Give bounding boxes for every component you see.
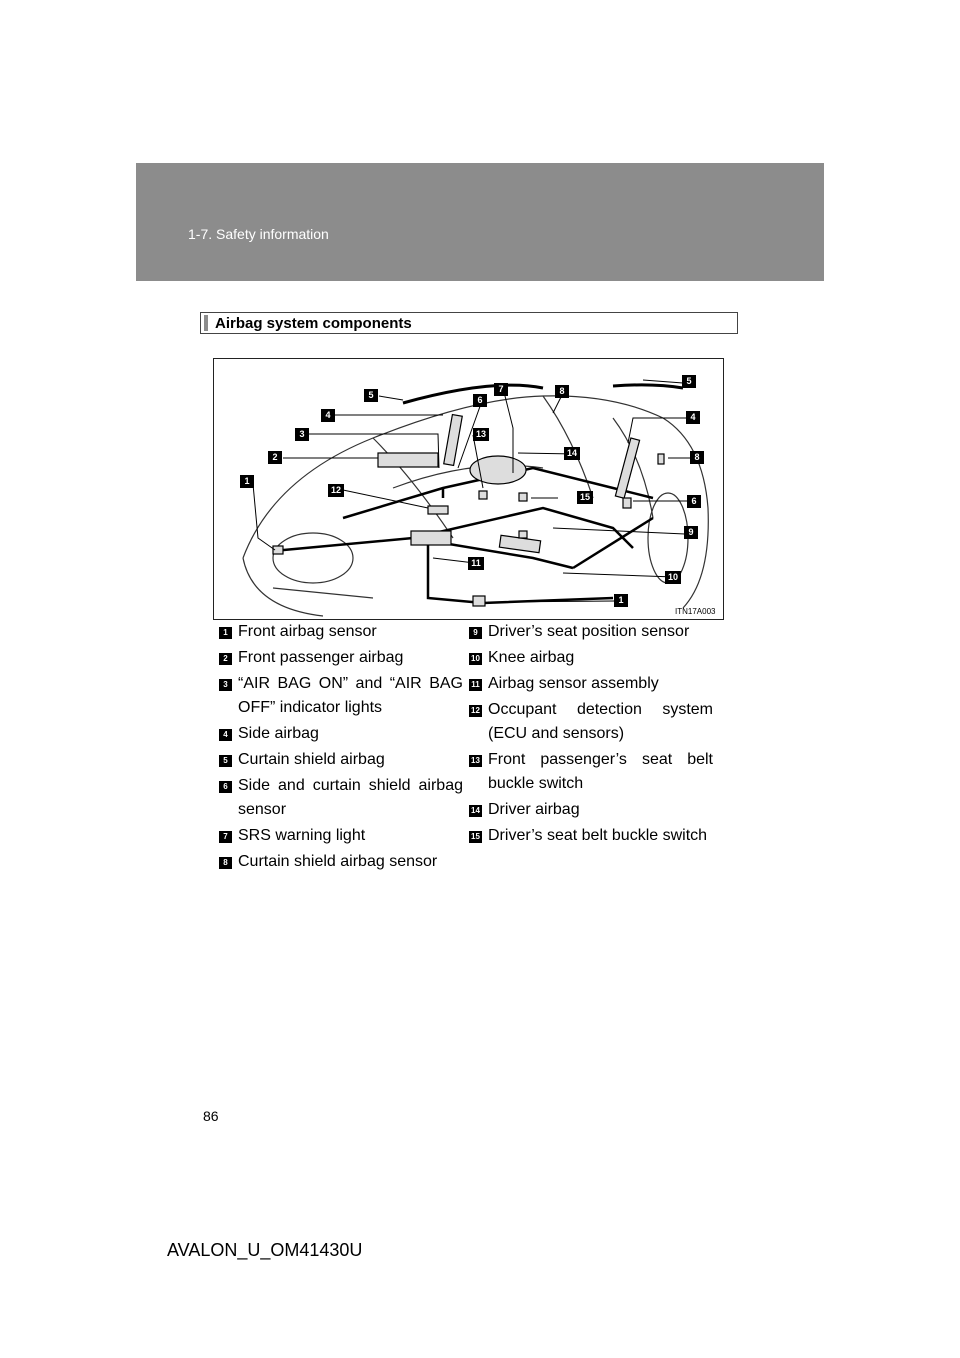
item-number-badge: 7 <box>219 831 232 843</box>
item-label: “AIR BAG ON” and “AIR BAG OFF” indicator… <box>238 675 463 716</box>
airbag-diagram: 1 2 3 4 5 6 7 8 12 13 14 15 11 10 9 1 5 … <box>213 358 724 620</box>
callout-13: 13 <box>473 428 489 441</box>
callout-1-lower: 1 <box>614 594 628 607</box>
item-label: Side and curtain shield airbag sensor <box>238 777 463 818</box>
page-number: 86 <box>203 1108 219 1124</box>
callout-12: 12 <box>328 484 344 497</box>
item-label: Airbag sensor assembly <box>488 675 659 692</box>
list-item: 2 Front passenger airbag <box>219 646 463 670</box>
diagram-code: ITN17A003 <box>675 607 716 616</box>
item-number-badge: 5 <box>219 755 232 767</box>
item-label: Front airbag sensor <box>238 623 377 640</box>
callout-15: 15 <box>577 491 593 504</box>
callout-6-right: 6 <box>687 495 701 508</box>
section-heading: Airbag system components <box>200 312 738 334</box>
section-heading-marker <box>204 315 208 331</box>
list-item: 1 Front airbag sensor <box>219 620 463 644</box>
item-label: Occupant detection system (ECU and senso… <box>488 701 713 742</box>
list-item: 7 SRS warning light <box>219 824 463 848</box>
callout-3: 3 <box>295 428 309 441</box>
callout-8: 8 <box>555 385 569 398</box>
item-number-badge: 1 <box>219 627 232 639</box>
list-item: 3 “AIR BAG ON” and “AIR BAG OFF” indicato… <box>219 672 463 720</box>
section-breadcrumb: 1-7. Safety information <box>188 226 329 242</box>
item-label: Driver’s seat belt buckle switch <box>488 827 708 844</box>
document-code: AVALON_U_OM41430U <box>167 1240 363 1260</box>
list-item: 10 Knee airbag <box>469 646 713 670</box>
list-item: 14 Driver airbag <box>469 798 713 822</box>
header-band <box>136 163 824 281</box>
list-item: 11 Airbag sensor assembly <box>469 672 713 696</box>
callout-6: 6 <box>473 394 487 407</box>
item-label: Curtain shield airbag <box>238 751 385 768</box>
item-number-badge: 8 <box>219 857 232 869</box>
item-number-badge: 12 <box>469 705 482 717</box>
item-label: SRS warning light <box>238 827 366 844</box>
item-label: Front passenger’s seat belt buckle switc… <box>488 751 713 792</box>
callout-11: 11 <box>468 557 484 570</box>
callout-9: 9 <box>684 526 698 539</box>
item-number-badge: 13 <box>469 755 482 767</box>
component-list-left: 1 Front airbag sensor 2 Front passenger ai… <box>219 620 463 876</box>
callout-5-right: 5 <box>682 375 696 388</box>
component-list-right: 9 Driver’s seat position sensor 10 Knee ai… <box>469 620 713 850</box>
callout-4-right: 4 <box>686 411 700 424</box>
list-item: 4 Side airbag <box>219 722 463 746</box>
item-number-badge: 6 <box>219 781 232 793</box>
callout-2: 2 <box>268 451 282 464</box>
item-number-badge: 2 <box>219 653 232 665</box>
list-item: 9 Driver’s seat position sensor <box>469 620 713 644</box>
item-number-badge: 3 <box>219 679 232 691</box>
list-item: 13 Front passenger’s seat belt buckle swi… <box>469 748 713 796</box>
item-number-badge: 14 <box>469 805 482 817</box>
list-item: 12 Occupant detection system (ECU and sen… <box>469 698 713 746</box>
item-number-badge: 10 <box>469 653 482 665</box>
callout-8-right: 8 <box>690 451 704 464</box>
callout-10: 10 <box>665 571 681 584</box>
list-item: 15 Driver’s seat belt buckle switch <box>469 824 713 848</box>
car-illustration <box>213 358 724 620</box>
callout-14: 14 <box>564 447 580 460</box>
callout-1: 1 <box>240 475 254 488</box>
list-item: 6 Side and curtain shield airbag sensor <box>219 774 463 822</box>
item-number-badge: 15 <box>469 831 482 843</box>
item-label: Front passenger airbag <box>238 649 404 666</box>
item-number-badge: 9 <box>469 627 482 639</box>
callout-7: 7 <box>494 383 508 396</box>
list-item: 5 Curtain shield airbag <box>219 748 463 772</box>
item-number-badge: 11 <box>469 679 482 691</box>
list-item: 8 Curtain shield airbag sensor <box>219 850 463 874</box>
callout-5: 5 <box>364 389 378 402</box>
item-label: Driver’s seat position sensor <box>488 623 690 640</box>
item-label: Curtain shield airbag sensor <box>238 853 438 870</box>
callout-4: 4 <box>321 409 335 422</box>
item-number-badge: 4 <box>219 729 232 741</box>
item-label: Knee airbag <box>488 649 575 666</box>
item-label: Driver airbag <box>488 801 580 818</box>
section-title: Airbag system components <box>215 315 412 332</box>
item-label: Side airbag <box>238 725 319 742</box>
